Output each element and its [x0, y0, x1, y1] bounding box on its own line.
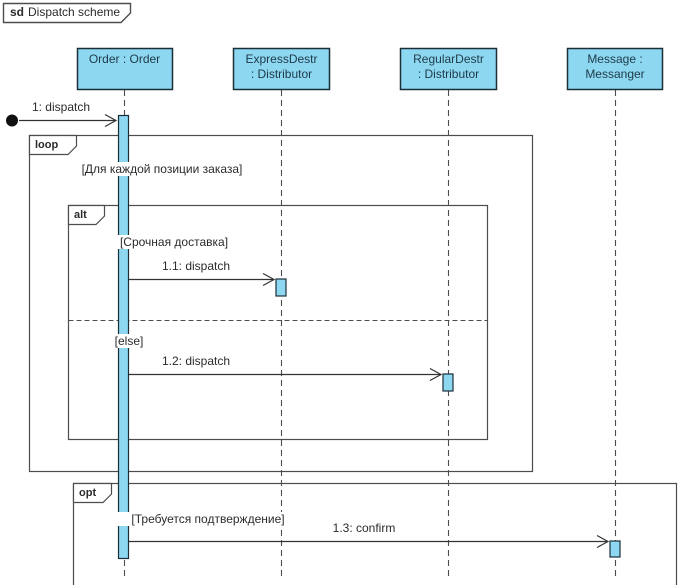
operator-alt: alt	[74, 209, 87, 221]
lifeline-head-expressdestr[interactable]	[232, 47, 331, 91]
message-1-label[interactable]: 1: dispatch	[31, 100, 91, 114]
lifeline-label-expressdestr[interactable]: ExpressDestr : Distributor	[233, 48, 330, 82]
frame-tab	[2, 2, 132, 24]
message-1-2-arrowhead	[429, 367, 443, 382]
message-1-1-arrowhead	[262, 272, 276, 287]
fragment-opt-pentagon	[72, 482, 113, 504]
message-1-3-label[interactable]: 1.3: confirm	[332, 521, 396, 535]
lifeline-label-order[interactable]: Order : Order	[77, 48, 172, 67]
guard-loop: [Для каждой позиции заказа]	[61, 162, 263, 176]
fragment-alt-pentagon	[67, 204, 106, 226]
fragment-loop[interactable]	[28, 134, 534, 473]
activation-expressdestr[interactable]	[275, 278, 287, 297]
lifeline-label-messanger-line1: Message :	[587, 52, 643, 66]
operator-opt: opt	[79, 487, 97, 499]
lifeline-label-regulardestr-line1: RegularDestr	[413, 52, 484, 66]
lifeline-head-order[interactable]	[76, 47, 174, 91]
activation-regulardestr[interactable]	[442, 373, 454, 392]
lifeline-label-messanger[interactable]: Message : Messanger	[567, 48, 663, 82]
frame-keyword: sd	[10, 5, 25, 19]
fragment-loop-pentagon	[28, 134, 78, 156]
activation-messanger[interactable]	[609, 540, 621, 558]
lifeline-head-regulardestr[interactable]	[399, 47, 498, 91]
lifeline-label-messanger-line2: Messanger	[585, 67, 645, 81]
lifeline-label-order-line1: Order : Order	[88, 52, 161, 66]
guard-opt: [Требуется подтверждение]	[112, 512, 304, 526]
lifeline-label-regulardestr[interactable]: RegularDestr : Distributor	[400, 48, 497, 82]
message-1-arrowhead	[104, 113, 118, 128]
lifeline-label-regulardestr-line2: : Distributor	[417, 67, 480, 81]
message-1-3-arrowhead	[596, 534, 610, 549]
operator-loop: loop	[35, 139, 59, 151]
found-message-endpoint[interactable]	[6, 114, 18, 127]
fragment-opt[interactable]	[72, 482, 678, 585]
lifeline-label-expressdestr-line1: ExpressDestr	[245, 52, 318, 66]
guard-alt-urgent: [Срочная доставка]	[108, 235, 240, 249]
frame-title-text: Dispatch scheme	[28, 5, 121, 19]
message-1-2-label[interactable]: 1.2: dispatch	[161, 354, 231, 368]
fragment-alt[interactable]	[67, 204, 489, 441]
guard-alt-else: [else]	[106, 334, 152, 348]
lifeline-head-messanger[interactable]	[566, 47, 664, 91]
lifeline-label-expressdestr-line2: : Distributor	[250, 67, 313, 81]
message-1-1-label[interactable]: 1.1: dispatch	[161, 259, 231, 273]
